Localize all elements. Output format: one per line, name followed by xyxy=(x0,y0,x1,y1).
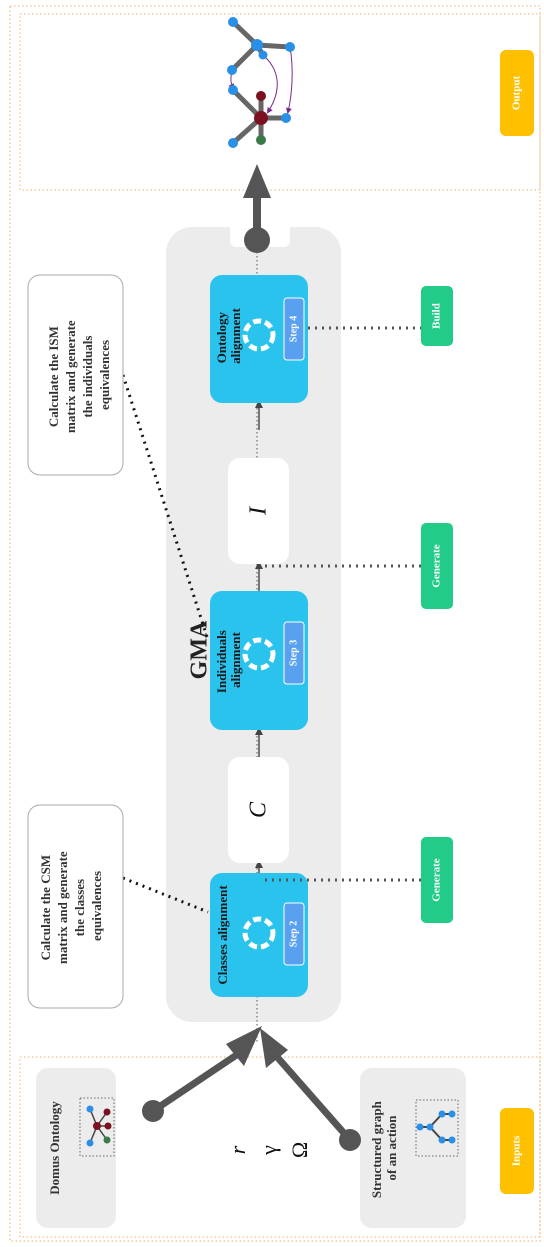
structured-graph-label: Structured graph of an action xyxy=(369,1098,399,1198)
structured-graph-line2: of an action xyxy=(384,1115,399,1181)
callout-ism-leader xyxy=(121,374,210,641)
step4-refresh-icon xyxy=(242,318,276,352)
structured-arrow-shaft xyxy=(275,1055,353,1143)
step4-title: Ontology alignment xyxy=(214,308,243,364)
domus-ontology-card: Domus Ontology xyxy=(36,1068,116,1228)
result-i: I xyxy=(246,506,272,516)
output-arrow-tail xyxy=(244,227,270,253)
step4-title-line1: Ontology xyxy=(214,311,229,363)
build-label: Build xyxy=(431,303,443,329)
result-c-box xyxy=(228,757,289,863)
structured-graph-line1: Structured graph xyxy=(369,1100,384,1198)
domus-arrow-head xyxy=(226,1026,262,1066)
structured-arrow-head xyxy=(260,1028,288,1068)
callout-csm-line3: the classes xyxy=(72,879,87,936)
callout-ism-box xyxy=(27,274,124,476)
inputs-badge: Inputs xyxy=(500,1108,534,1194)
callout-csm-line1: Calculate the CSM xyxy=(38,855,53,960)
output-badge-label: Output xyxy=(511,76,523,111)
step3-refresh-icon xyxy=(242,637,276,671)
step2-badge: Step 2 xyxy=(288,921,299,947)
step2-title: Classes alignment xyxy=(215,885,230,985)
step3-title-line1: Individuals xyxy=(214,630,229,693)
domus-graph-icon xyxy=(86,1105,112,1147)
callout-csm-line4: equivalences xyxy=(89,871,104,941)
callout-ism-line3: the individuals xyxy=(80,336,95,418)
generate-label-2: Generate xyxy=(431,544,443,587)
callout-ism-line4: equivalences xyxy=(97,340,112,410)
callout-ism-line1: Calculate the ISM xyxy=(46,326,61,427)
step2-refresh-icon xyxy=(242,916,276,950)
inputs-badge-label: Inputs xyxy=(511,1135,523,1166)
symbol-r: r xyxy=(225,1145,250,1154)
generate-button-1[interactable]: Generate xyxy=(421,837,453,923)
callout-csm: Calculate the CSM matrix and generate th… xyxy=(38,848,104,964)
step3-block: Individuals alignment Step 3 xyxy=(210,591,308,730)
domus-graph-frame xyxy=(79,1097,115,1157)
callout-csm-leader xyxy=(122,876,209,914)
callout-ism: Calculate the ISM matrix and generate th… xyxy=(46,317,112,433)
callout-csm-box xyxy=(27,804,124,1009)
output-graph-icon xyxy=(227,17,295,148)
step2-block: Classes alignment Step 2 xyxy=(210,873,308,997)
domus-arrow-shaft xyxy=(151,1051,240,1114)
structured-graph-card: Structured graph of an action xyxy=(360,1068,466,1228)
result-c: C xyxy=(246,801,272,818)
structured-graph-frame xyxy=(415,1099,459,1157)
step3-title-line2: alignment xyxy=(228,632,243,688)
callout-csm-line2: matrix and generate xyxy=(55,851,70,964)
step3-title: Individuals alignment xyxy=(214,627,243,693)
step4-title-line2: alignment xyxy=(228,308,243,364)
step3-badge: Step 3 xyxy=(288,640,299,666)
symbol-gamma: γ xyxy=(256,1145,281,1156)
step4-block: Ontology alignment Step 4 xyxy=(210,275,308,403)
build-button[interactable]: Build xyxy=(421,286,453,346)
step4-badge: Step 4 xyxy=(288,316,299,342)
domus-ontology-label: Domus Ontology xyxy=(47,1101,62,1195)
gma-label: GMA xyxy=(187,620,213,679)
outer-frame xyxy=(9,5,541,1242)
result-i-box xyxy=(228,458,289,564)
generate-label-1: Generate xyxy=(431,858,443,901)
structured-graph-icon xyxy=(416,1110,456,1144)
callout-ism-line2: matrix and generate xyxy=(63,320,78,433)
generate-button-2[interactable]: Generate xyxy=(421,523,453,609)
output-arrow-head xyxy=(243,164,271,198)
output-badge: Output xyxy=(500,50,534,136)
output-frame xyxy=(19,13,541,191)
symbol-omega: Ω xyxy=(287,1142,312,1158)
